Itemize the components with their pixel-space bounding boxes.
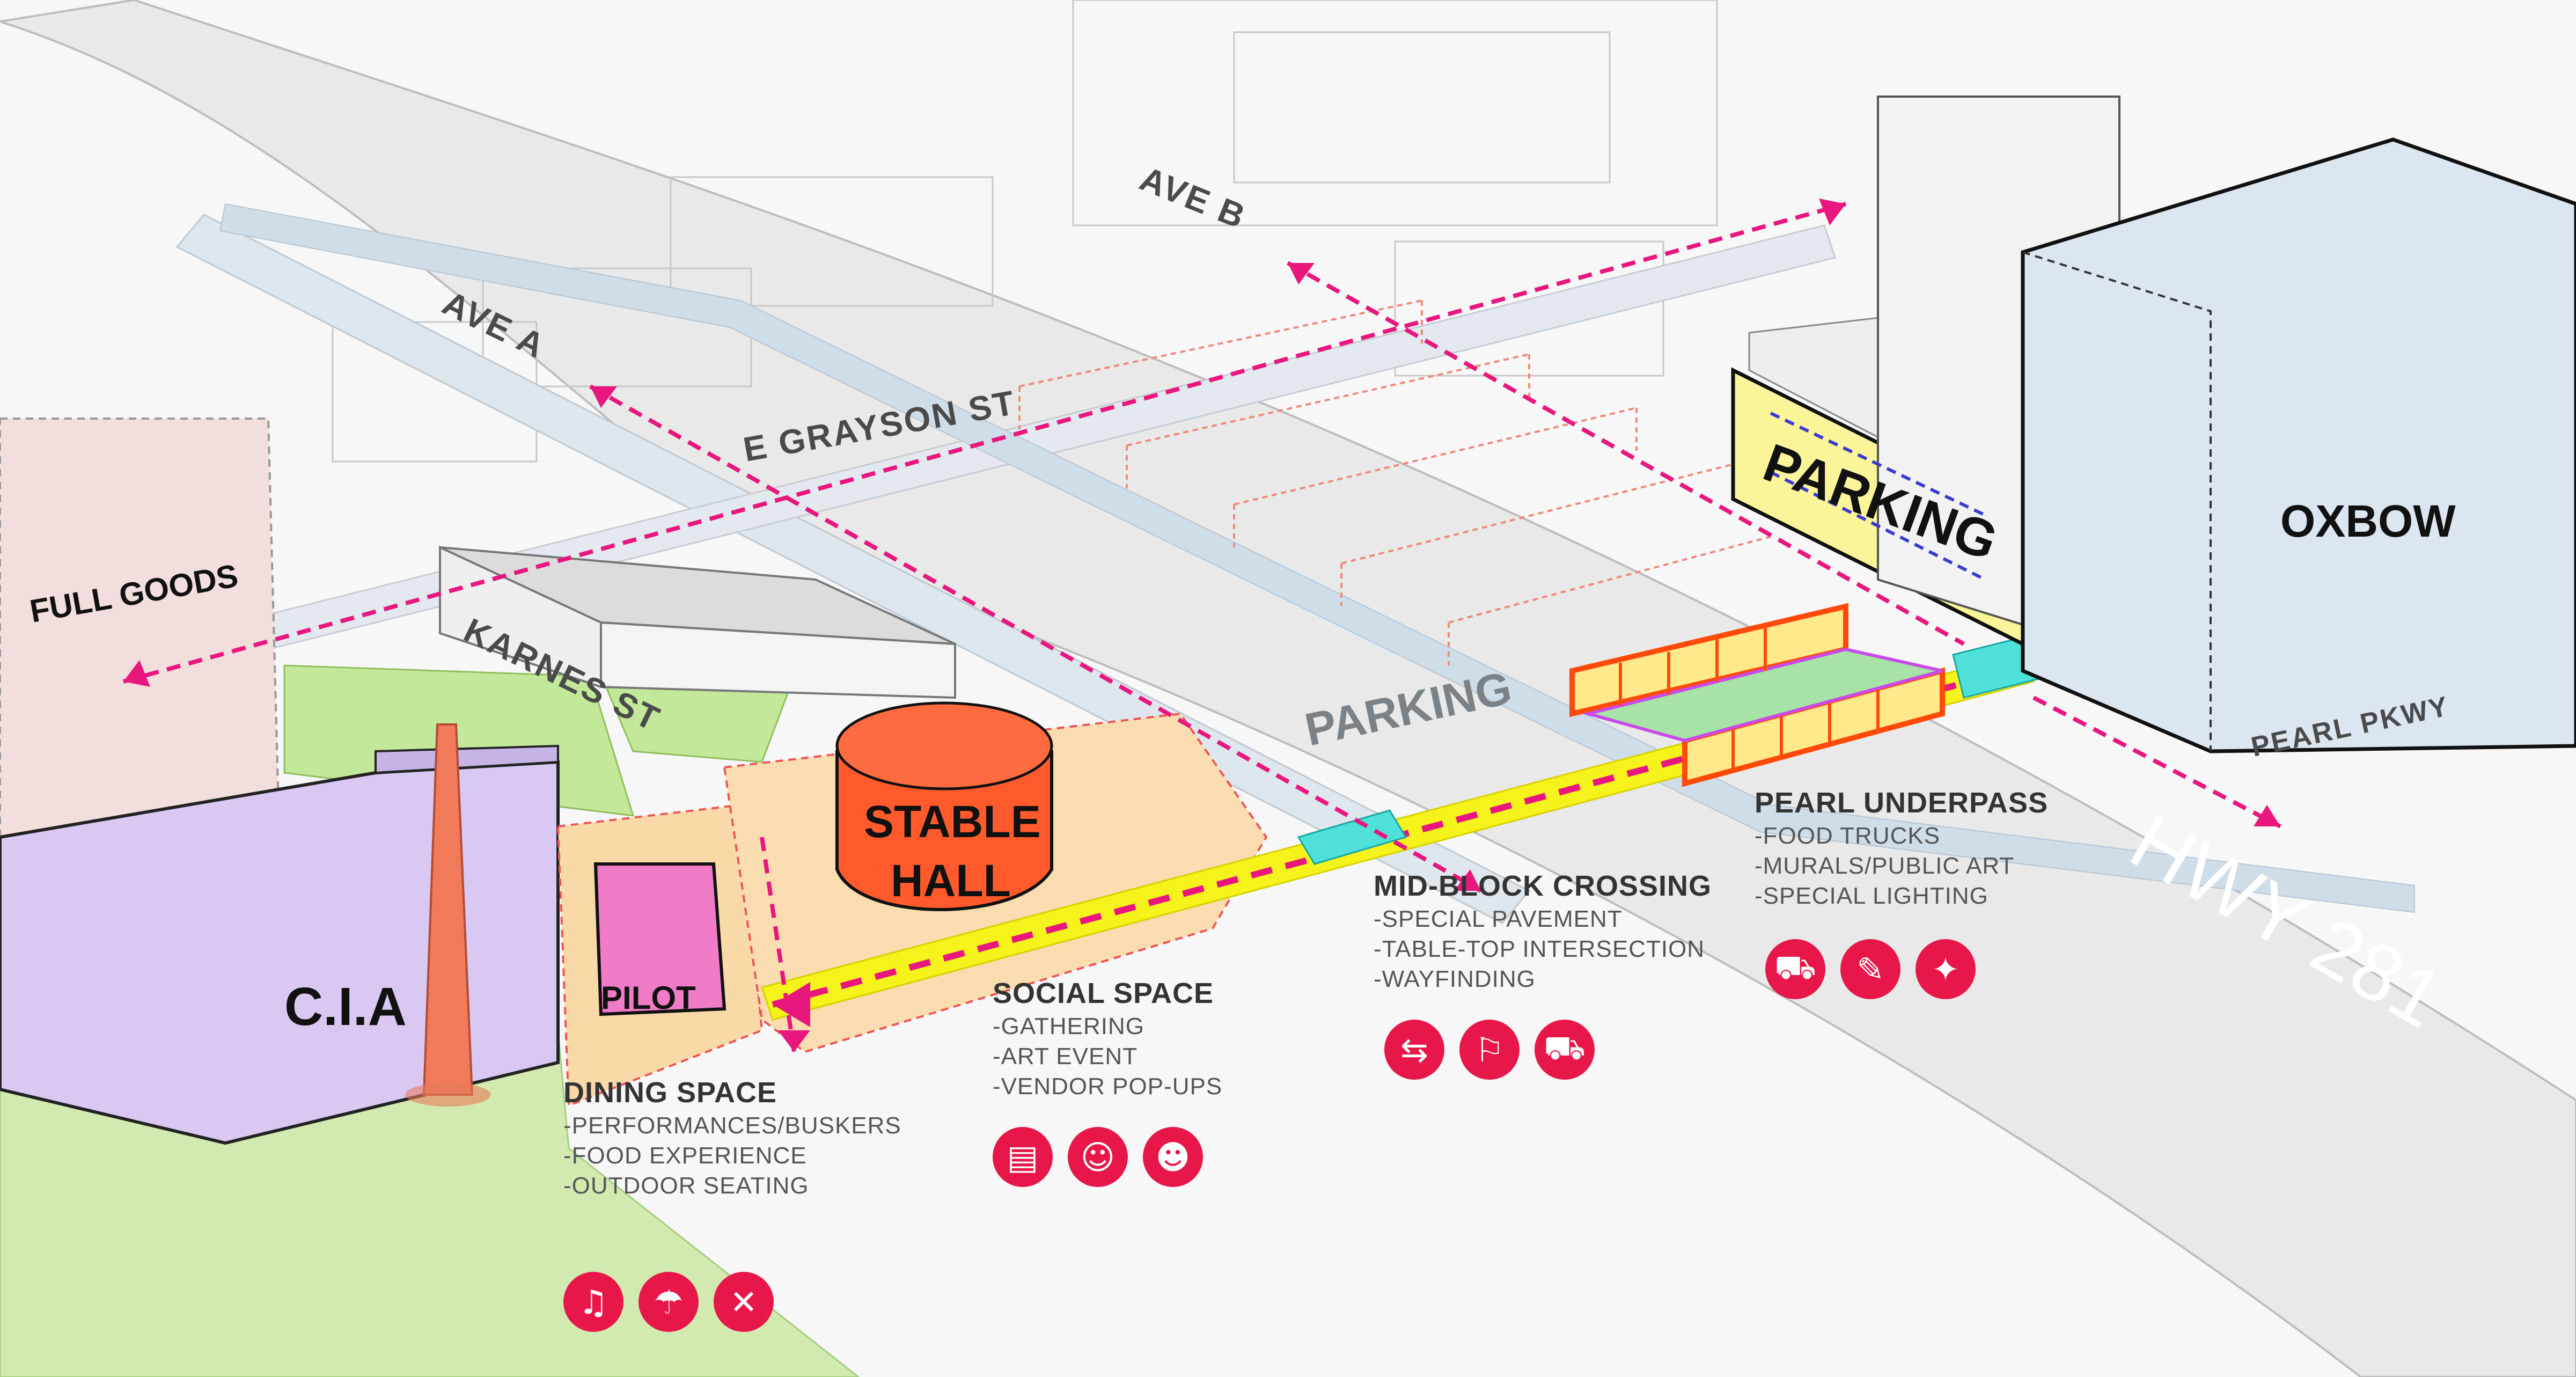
label-cia: C.I.A: [284, 977, 407, 1037]
dining-icons: ♫ ☂ ✕: [563, 1272, 774, 1332]
crosswalk-icon: ⚐: [1459, 1020, 1520, 1080]
cia-roof: [375, 744, 559, 774]
food-truck-icon: ⛟: [1765, 939, 1825, 999]
parking-canopies: [1018, 299, 1771, 665]
warehouse-front: [600, 621, 956, 699]
mid-block-crossing-title: MID-BLOCK CROSSING: [1374, 870, 1712, 902]
food-experience-icon: ✕: [714, 1272, 774, 1332]
outdoor-seating-icon: ☂: [639, 1272, 699, 1332]
mid-block-crossing-list: -SPECIAL PAVEMENT -TABLE-TOP INTERSECTIO…: [1374, 904, 1705, 994]
oxbow-edge: [2022, 251, 2212, 751]
label-oxbow: OXBOW: [2280, 496, 2456, 546]
ave-b-blue-street: [219, 203, 2415, 913]
palette-icon: ✎: [1840, 939, 1900, 999]
full-goods-building: [0, 418, 281, 860]
social-item: -GATHERING: [993, 1013, 1144, 1039]
midblock-icons: ⇆ ⚐ ⛟: [1384, 1020, 1595, 1080]
underpass-item: -MURALS/PUBLIC ART: [1755, 853, 2015, 879]
stable-hall-roof: [835, 701, 1053, 790]
underpass-item: -FOOD TRUCKS: [1755, 823, 1941, 849]
social-item: -VENDOR POP-UPS: [993, 1073, 1223, 1100]
gathering-icon: ☺: [1068, 1127, 1128, 1187]
dining-item: -PERFORMANCES/BUSKERS: [563, 1112, 901, 1139]
oxbow-building: [2021, 137, 2576, 753]
underpass-icons: ⛟ ✎ ✦: [1765, 939, 1976, 999]
social-space-list: -GATHERING -ART EVENT -VENDOR POP-UPS: [993, 1012, 1222, 1102]
dining-space-title: DINING SPACE: [563, 1076, 777, 1109]
pearl-underpass-title: PEARL UNDERPASS: [1755, 787, 2049, 819]
dining-item: -FOOD EXPERIENCE: [563, 1142, 807, 1169]
social-space-title: SOCIAL SPACE: [993, 977, 1214, 1009]
label-stable-hall-line1: STABLE: [864, 796, 1041, 847]
circulation-arrowheads: [123, 199, 2280, 1052]
social-icons: ▤ ☺ ☻: [993, 1127, 1203, 1187]
path-arrowhead: [773, 982, 810, 1027]
mid-block-crossing-pavement: [1297, 809, 1407, 865]
pedestrian-car-icon: ⛟: [1535, 1020, 1595, 1080]
dining-item: -OUTDOOR SEATING: [563, 1173, 809, 1199]
pearl-underpass-list: -FOOD TRUCKS -MURALS/PUBLIC ART -SPECIAL…: [1755, 821, 2014, 911]
smokestack-base: [405, 1083, 491, 1107]
label-stable-hall-line2: HALL: [891, 855, 1011, 906]
midblock-item: -SPECIAL PAVEMENT: [1374, 906, 1623, 932]
social-item: -ART EVENT: [993, 1043, 1137, 1070]
midblock-item: -TABLE-TOP INTERSECTION: [1374, 936, 1705, 962]
pilot-building: [593, 862, 726, 1016]
circulation-arrows: [122, 202, 2281, 1052]
midblock-item: -WAYFINDING: [1374, 966, 1536, 992]
art-event-icon: ☻: [1143, 1127, 1203, 1187]
underpass-item: -SPECIAL LIGHTING: [1755, 883, 1988, 909]
label-pilot: PILOT: [601, 980, 696, 1016]
underpass-floor: [1582, 647, 1943, 743]
wayfinding-icon: ⇆: [1384, 1020, 1444, 1080]
garage-circulation: [1770, 412, 1986, 581]
string-lights-icon: ✦: [1916, 939, 1976, 999]
busker-icon: ♫: [563, 1272, 623, 1332]
dining-space-list: -PERFORMANCES/BUSKERS -FOOD EXPERIENCE -…: [563, 1111, 901, 1201]
vendor-popup-icon: ▤: [993, 1127, 1053, 1187]
underpass-columns: [1619, 628, 1880, 773]
